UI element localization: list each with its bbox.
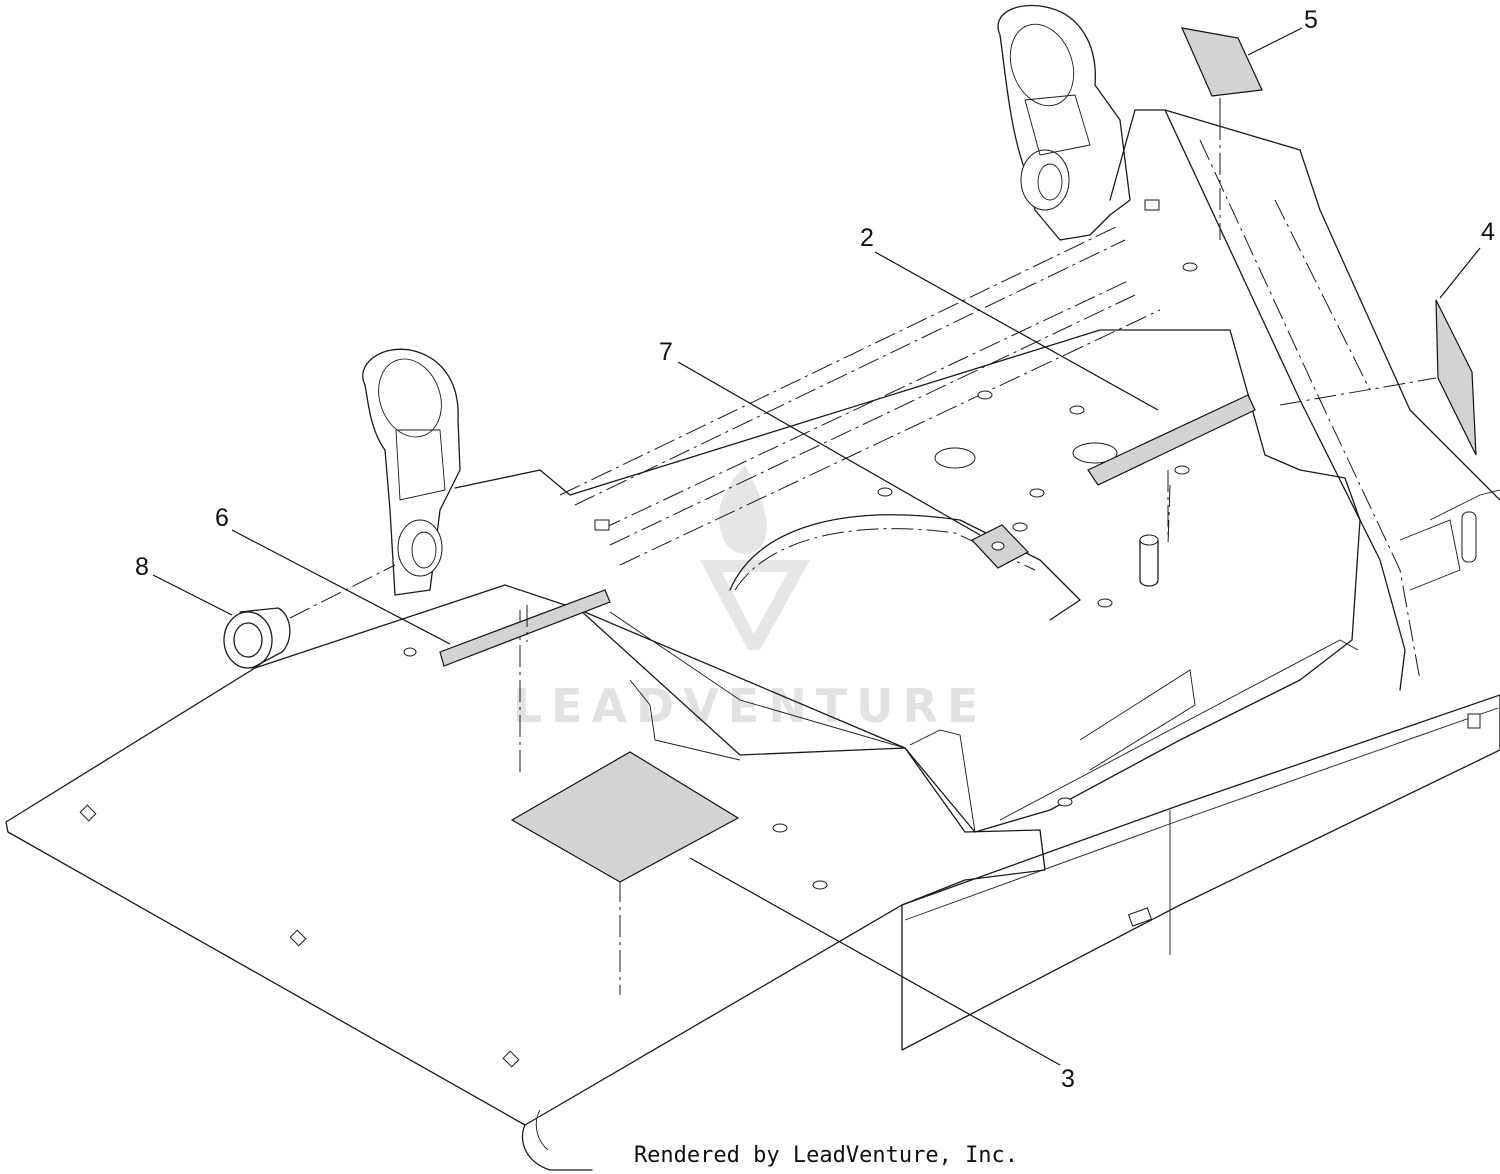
- callout-5: 5: [1304, 6, 1318, 34]
- callout-7: 7: [659, 338, 673, 366]
- left-pivot-arm: [362, 348, 461, 596]
- leadventure-flame-logo-icon: [700, 465, 810, 650]
- upper-deck: [454, 329, 1361, 833]
- credit-text: Rendered by LeadVenture, Inc.: [634, 1143, 1018, 1168]
- decal-part-6: [439, 589, 611, 667]
- decal-part-3: [510, 751, 740, 883]
- decal-part-5: [1180, 27, 1263, 97]
- decal-part-2: [1087, 394, 1256, 486]
- watermark-text: LEADVENTURE: [513, 679, 988, 733]
- callout-3: 3: [1061, 1065, 1075, 1093]
- clip-part-7: [971, 524, 1029, 569]
- callout-leaders: [152, 27, 1481, 1066]
- side-skirt: [901, 694, 1500, 1051]
- floor-plate: [5, 584, 1046, 1126]
- leadventure-watermark: LEADVENTURE: [513, 465, 988, 733]
- callout-4: 4: [1481, 218, 1495, 246]
- bushing-part-8: [223, 607, 291, 669]
- decal-part-4: [1435, 299, 1477, 456]
- center-arch: [729, 514, 1081, 621]
- callout-6: 6: [215, 504, 229, 532]
- callout-2: 2: [860, 224, 874, 252]
- side-bracket: [1109, 109, 1406, 691]
- callout-8: 8: [135, 553, 149, 581]
- deck-frame: [5, 109, 1500, 1171]
- deck-holes: [79, 199, 1198, 1068]
- right-pivot-arm: [997, 4, 1131, 241]
